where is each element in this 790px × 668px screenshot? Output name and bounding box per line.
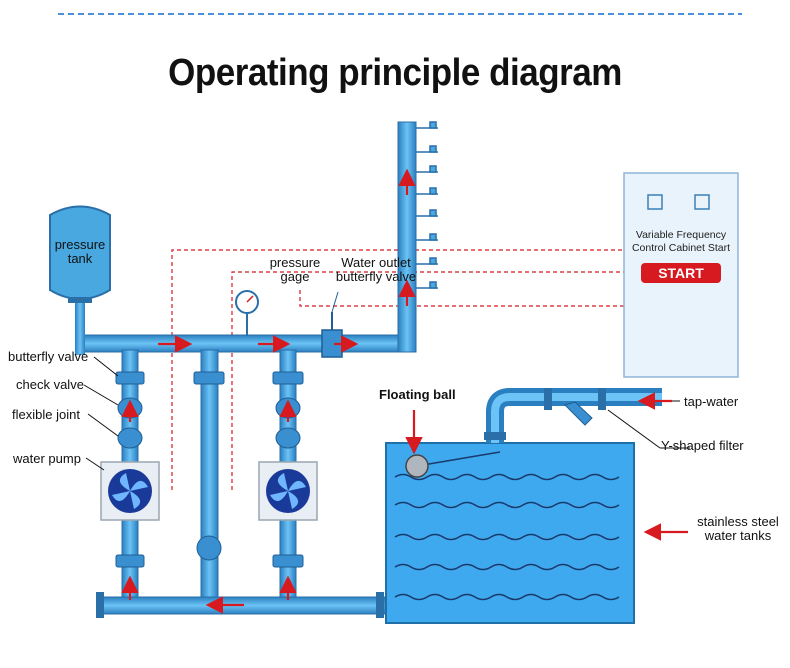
label-y-filter: Y-shaped filter: [661, 438, 744, 453]
signal-lines: [171, 249, 624, 490]
label-floating-ball: Floating ball: [379, 387, 456, 402]
pressure-gage-icon: [235, 290, 259, 336]
label-flexible-joint: flexible joint: [12, 407, 80, 422]
bypass-pipe: [200, 349, 219, 601]
water-tank: [385, 442, 635, 624]
outlet-valve: [321, 291, 343, 358]
label-butterfly-valve: butterfly valve: [8, 349, 89, 364]
water-pump-1-icon: [100, 461, 160, 521]
label-water-tanks: stainless steel water tanks: [697, 514, 779, 543]
label-tap-water: tap-water: [684, 394, 739, 409]
label-pressure-tank: pressure tank: [54, 237, 106, 266]
outlet-taps: [416, 121, 438, 289]
label-water-pump: water pump: [13, 451, 81, 466]
pressure-tank: [49, 205, 111, 320]
cabinet-caption: Variable Frequency Control Cabinet Start: [631, 229, 731, 254]
water-pump-2-icon: [258, 461, 318, 521]
inlet-pipe: [484, 388, 662, 443]
label-pressure-gage: pressure gage: [269, 255, 321, 284]
flow-arrows: [121, 168, 688, 614]
label-check-valve: check valve: [16, 377, 84, 392]
outlet-riser: [397, 121, 417, 353]
page-title: Operating principle diagram: [168, 52, 622, 94]
start-button[interactable]: START: [641, 263, 721, 283]
label-water-outlet-valve: Water outlet butterfly valve: [335, 255, 417, 284]
